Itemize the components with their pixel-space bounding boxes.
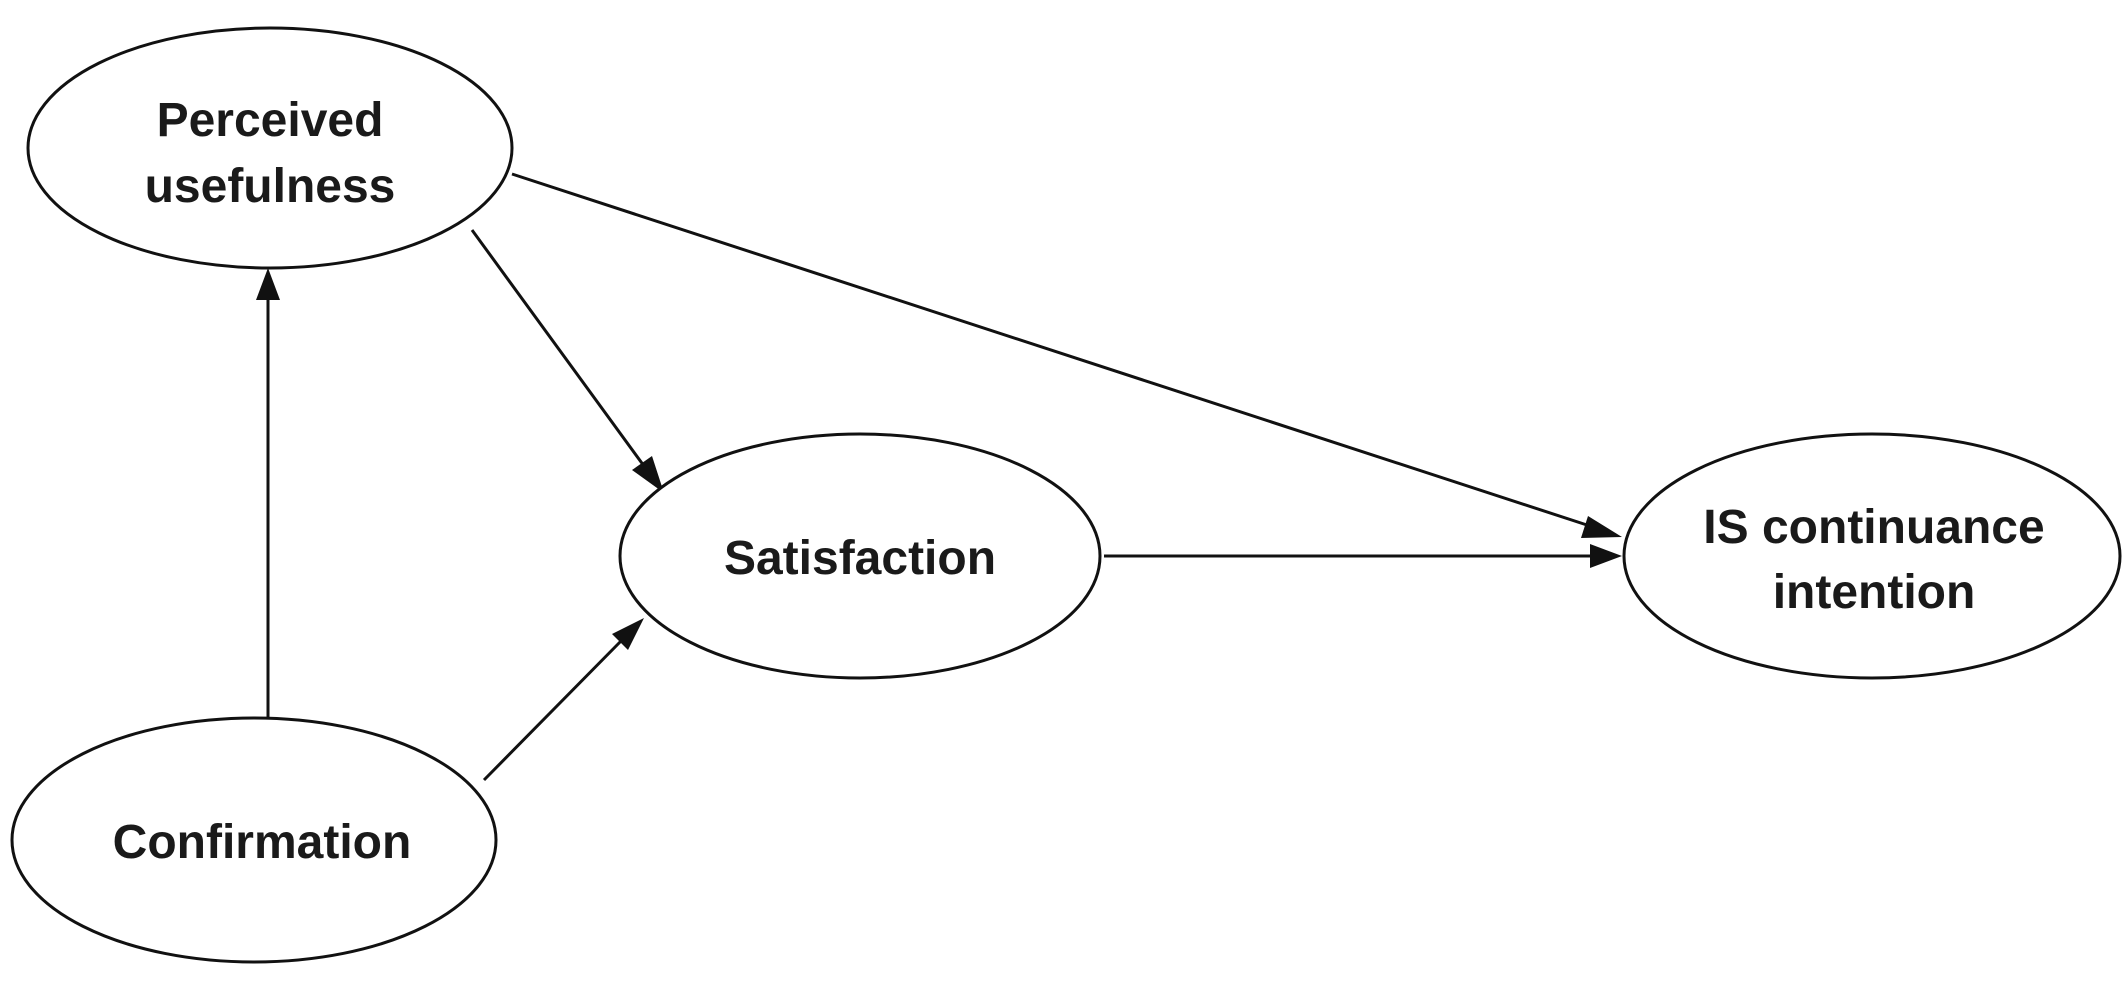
node-perceived-usefulness: Perceived usefulness <box>26 26 514 270</box>
confirmation-label: Confirmation <box>113 816 412 869</box>
node-is-continuance-intention: IS continuance intention <box>1622 432 2122 680</box>
arrowhead-perceived-usefulness-to-satisfaction <box>632 456 664 493</box>
edge-confirmation-to-satisfaction <box>482 638 624 782</box>
perceived-usefulness-ellipse <box>26 26 514 270</box>
satisfaction-ellipse <box>618 432 1102 680</box>
arrowhead-perceived-usefulness-to-is-continuance <box>1581 516 1622 538</box>
is-continuance-intention-ellipse <box>1622 432 2122 680</box>
arrowhead-satisfaction-to-is-continuance <box>1590 544 1622 568</box>
is-continuance-intention-label-line1: IS continuance <box>1703 501 2044 554</box>
perceived-usefulness-label-line2: usefulness <box>145 160 396 213</box>
arrowhead-confirmation-to-perceived-usefulness <box>256 268 280 300</box>
confirmation-ellipse <box>10 716 498 964</box>
perceived-usefulness-label-line1: Perceived <box>157 94 384 147</box>
edges <box>256 172 1622 782</box>
satisfaction-label: Satisfaction <box>724 532 996 585</box>
node-satisfaction: Satisfaction <box>618 432 1102 680</box>
edge-perceived-usefulness-to-satisfaction <box>470 229 646 467</box>
arrowhead-confirmation-to-satisfaction <box>612 618 644 650</box>
is-continuance-intention-label-line2: intention <box>1773 566 1976 619</box>
node-confirmation: Confirmation <box>10 716 498 964</box>
edge-perceived-usefulness-to-is-continuance <box>511 172 1591 528</box>
